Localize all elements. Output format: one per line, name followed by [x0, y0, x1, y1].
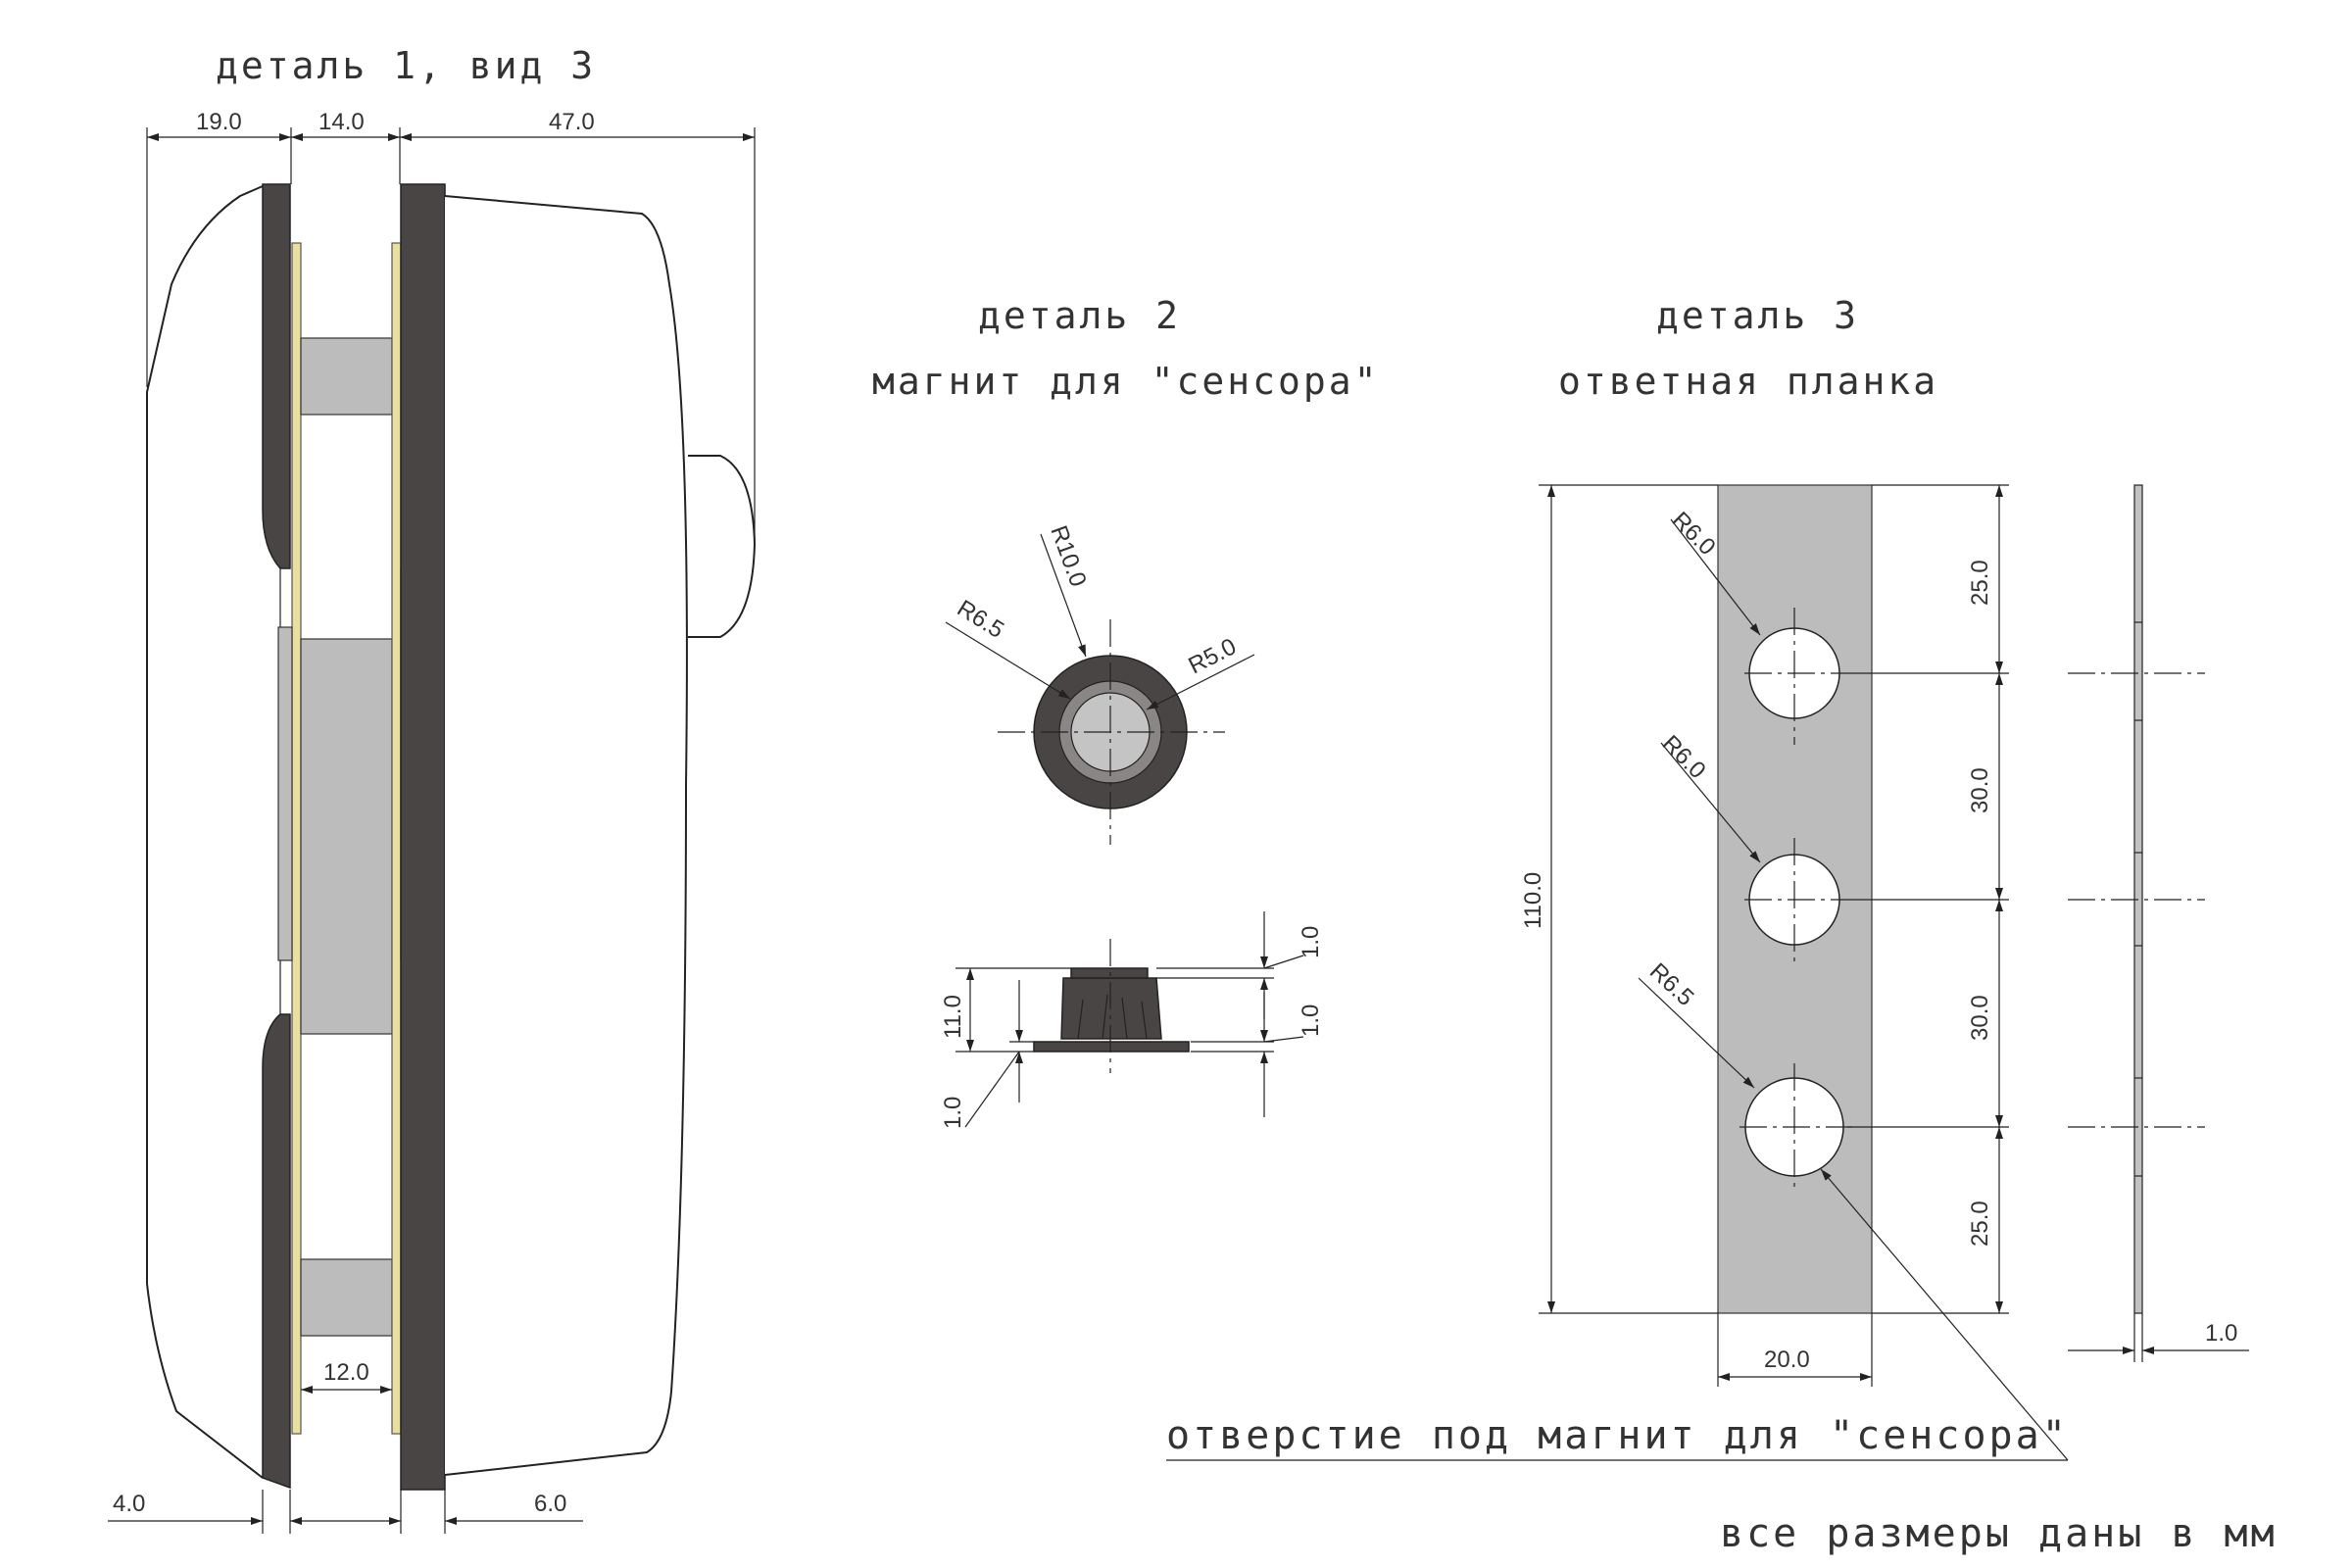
dim-r65-hole3: R6.5 [1644, 958, 1698, 1011]
part-1-right-strip [391, 242, 402, 1435]
dim-1-top: 1.0 [1298, 926, 1324, 958]
part-1-knob [688, 455, 757, 638]
part-3-view: деталь 3 ответная планка R6.0 R6.0 R6.5 … [1166, 294, 2278, 1556]
dim-6: 6.0 [534, 1491, 566, 1517]
dim-25-bottom: 25.0 [1967, 1200, 1993, 1247]
part-1-magnet-center [300, 638, 393, 1035]
dim-30-a: 30.0 [1967, 767, 1993, 813]
part-2-view: деталь 2 магнит для "сенсора" R10.0 R6.5… [872, 294, 1380, 1129]
part-2-subtitle: магнит для "сенсора" [872, 360, 1380, 403]
dim-47: 47.0 [549, 109, 595, 135]
dim-11: 11.0 [940, 995, 966, 1039]
hole-note: отверстие под магнит для "сенсора" [1166, 1413, 2069, 1458]
part-3-title: деталь 3 [1656, 294, 1859, 337]
dim-110: 110.0 [1520, 872, 1546, 929]
dim-1-mid: 1.0 [1298, 1004, 1324, 1037]
dim-20: 20.0 [1764, 1347, 1810, 1373]
dim-12: 12.0 [323, 1359, 369, 1386]
dim-30-b: 30.0 [1967, 995, 1993, 1041]
dim-25-top: 25.0 [1967, 560, 1993, 606]
part-2-title: деталь 2 [978, 294, 1181, 337]
dim-r65-magnet: R6.5 [953, 595, 1008, 644]
dim-r6-hole2: R6.0 [1657, 730, 1711, 784]
part-1-housing [444, 195, 688, 1476]
dim-r10: R10.0 [1045, 522, 1091, 590]
part-1-left-plate [262, 183, 291, 1490]
part-1-right-plate [400, 183, 446, 1491]
dim-r6-hole1: R6.0 [1667, 507, 1721, 561]
part-1-left-strip [291, 242, 302, 1435]
dim-14: 14.0 [318, 109, 365, 135]
units-note: все размеры даны в мм [1720, 1511, 2278, 1556]
part-1-left-cover [146, 185, 264, 1479]
dim-1-bottom: 1.0 [940, 1097, 966, 1129]
part-1-title: деталь 1, вид 3 [216, 44, 596, 87]
dim-19: 19.0 [196, 109, 242, 135]
dim-1-thickness: 1.0 [2205, 1320, 2237, 1347]
part-1-connector-top [300, 337, 393, 416]
part-3-subtitle: ответная планка [1558, 360, 1938, 403]
dim-4: 4.0 [113, 1491, 145, 1517]
part-1-view: деталь 1, вид 3 19.0 14.0 47.0 [108, 44, 757, 1534]
dim-r5: R5.0 [1184, 633, 1240, 679]
part-1-connector-bottom [300, 1258, 393, 1337]
